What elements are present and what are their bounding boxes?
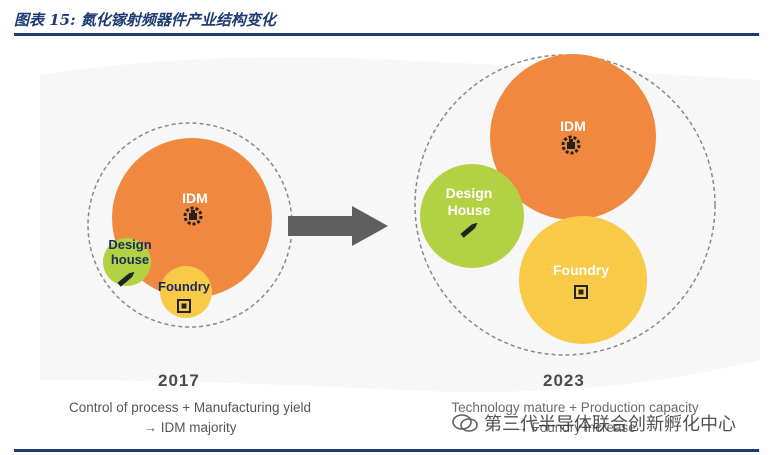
right-boundary-circle [414, 54, 716, 356]
watermark: 第三代半导体联合创新孵化中心 [452, 410, 736, 436]
right-pencil-icon [460, 222, 478, 238]
right-foundry-label: Foundry [553, 262, 609, 278]
right-design-label-2: House [448, 202, 491, 218]
right-design-circle [420, 164, 524, 268]
right-caption: Technology mature + Production capacity … [425, 398, 725, 438]
left-idm-label: IDM [182, 190, 208, 206]
figure-title: 图表 15: 氮化镓射频器件产业结构变化 [14, 11, 276, 29]
right-arrow-icon [288, 206, 388, 246]
left-chip-icon [177, 299, 191, 313]
right-idm-icon [561, 135, 581, 155]
right-year-label: 2023 [543, 371, 585, 390]
right-idm-circle [490, 54, 656, 220]
left-design-label-1: Design [108, 237, 151, 252]
left-idm-icon [183, 206, 203, 226]
right-caption-line-2: → Foundry increase [514, 420, 636, 435]
right-design-label-1: Design [446, 185, 493, 201]
right-chip-icon [574, 285, 588, 299]
left-caption-line-2: → IDM majority [143, 420, 237, 435]
left-foundry-circle [160, 266, 212, 318]
right-idm-label: IDM [560, 118, 586, 134]
left-foundry-label: Foundry [158, 279, 211, 294]
top-rule [14, 33, 759, 36]
watermark-text: 第三代半导体联合创新孵化中心 [484, 414, 736, 435]
left-pencil-icon [117, 271, 135, 287]
bottom-rule [14, 449, 759, 452]
wechat-icon [452, 414, 478, 432]
right-caption-line-1: Technology mature + Production capacity [451, 400, 699, 415]
left-year-label: 2017 [158, 371, 200, 390]
left-design-circle [103, 238, 151, 286]
right-foundry-circle [519, 216, 647, 344]
left-caption-line-1: Control of process + Manufacturing yield [69, 400, 311, 415]
left-caption: Control of process + Manufacturing yield… [40, 398, 340, 438]
left-design-label-2: house [111, 252, 149, 267]
